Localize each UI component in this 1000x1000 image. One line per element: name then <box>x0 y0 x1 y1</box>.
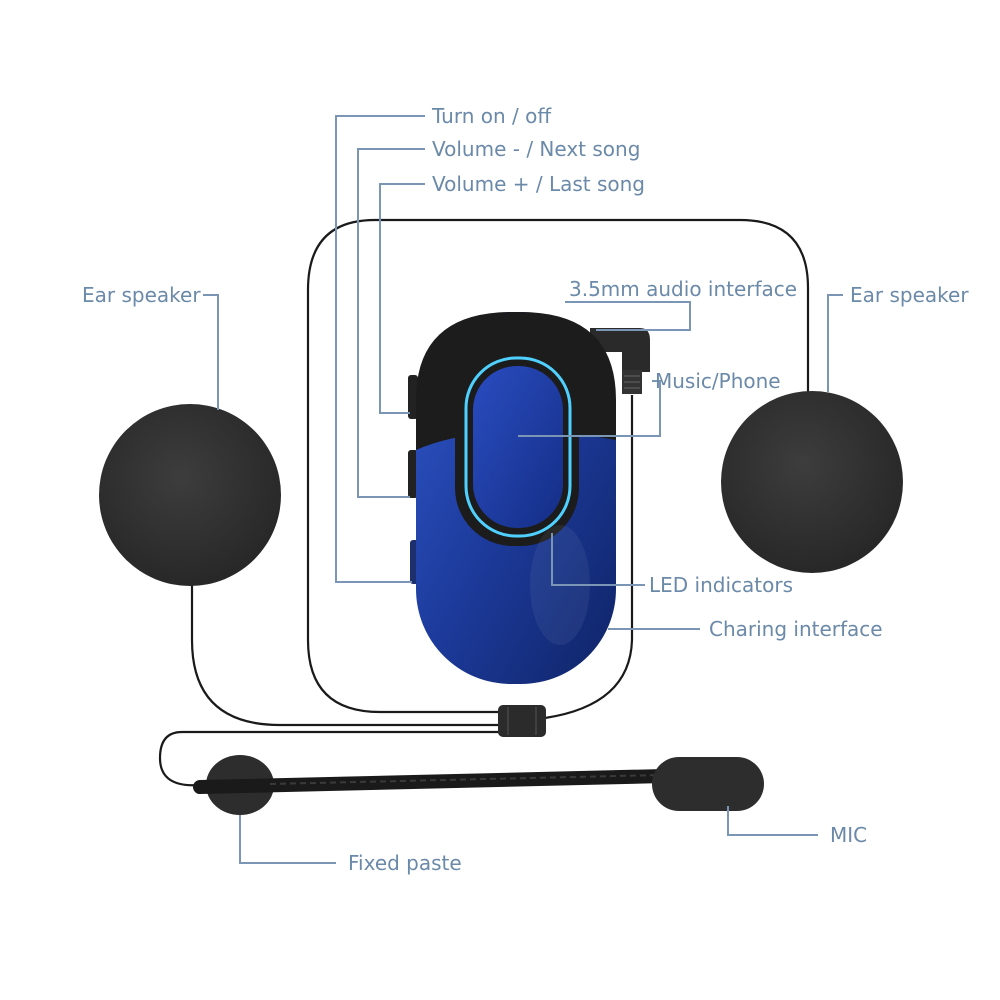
label-charging-interface: Charing interface <box>709 617 883 641</box>
leader-ear-speaker-left <box>203 294 219 410</box>
label-mic: MIC <box>830 823 868 847</box>
ear-speaker-left-pad <box>99 404 281 586</box>
label-ear-speaker-right: Ear speaker <box>850 283 969 307</box>
side-button-volume-plus <box>408 375 418 419</box>
label-volume-minus: Volume - / Next song <box>432 137 641 161</box>
label-music-phone: Music/Phone <box>655 369 781 393</box>
side-button-volume-minus <box>408 450 418 498</box>
leader-ear-speaker-right <box>827 294 843 392</box>
mic-cable <box>158 730 500 787</box>
leader-music-phone <box>518 380 661 437</box>
left-speaker-cable <box>190 585 500 727</box>
cable-loop-left <box>306 218 500 714</box>
leader-volume-minus <box>357 148 425 498</box>
audio-plug <box>590 328 650 394</box>
leader-audio-interface <box>565 301 691 331</box>
cable-loop <box>375 218 810 395</box>
mic-boom <box>193 755 764 815</box>
device-cable <box>544 395 634 720</box>
label-ear-speaker-left: Ear speaker <box>82 283 201 307</box>
label-fixed-paste: Fixed paste <box>348 851 462 875</box>
ear-speaker-right-pad <box>721 391 903 573</box>
leader-fixed-paste <box>239 815 336 864</box>
label-turn-on-off: Turn on / off <box>432 104 552 128</box>
music-phone-button <box>473 366 563 528</box>
headset-controller <box>408 312 616 684</box>
leader-mic <box>727 806 818 836</box>
label-audio-interface: 3.5mm audio interface <box>569 277 798 301</box>
mic-head <box>652 757 764 811</box>
leader-volume-plus <box>379 183 425 414</box>
led-ring <box>464 356 572 538</box>
leader-turn-on-off <box>335 115 425 583</box>
label-volume-plus: Volume + / Last song <box>432 172 645 196</box>
label-led-indicators: LED indicators <box>649 573 793 597</box>
leader-led-indicators <box>551 533 645 586</box>
cable-splitter <box>498 705 546 737</box>
